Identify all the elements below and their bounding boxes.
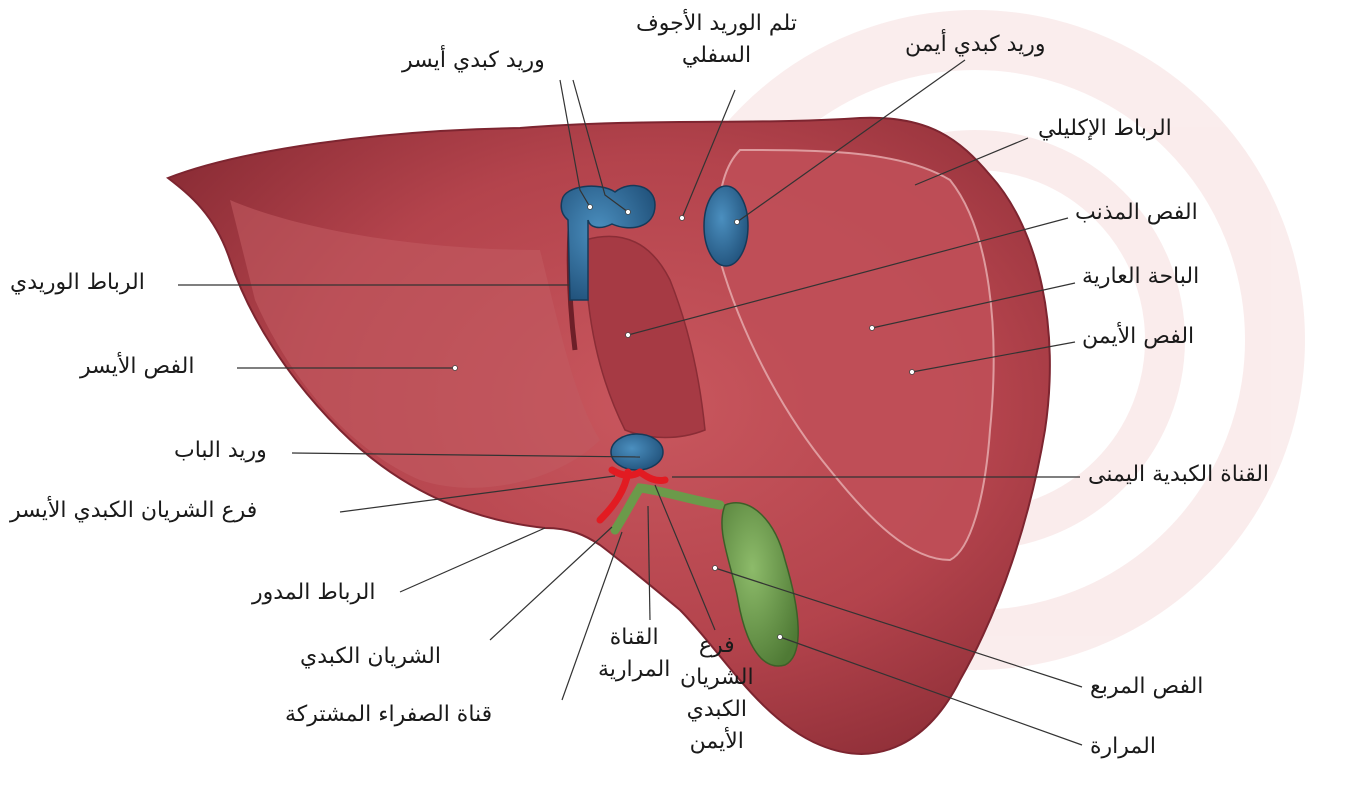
label-caudate-lobe: الفص المذنب [1075,198,1198,228]
label-cystic-duct: القناة المرارية [598,622,670,686]
label-portal-vein: وريد الباب [174,436,267,466]
right-hepatic-vein-shape [704,186,748,266]
label-coronary-ligament: الرباط الإكليلي [1038,114,1172,144]
label-right-hepatic-vein: وريد كبدي أيمن [905,30,1046,60]
label-right-hepatic-duct: القناة الكبدية اليمنى [1088,460,1269,490]
portal-vein-shape [611,434,663,470]
label-left-lobe: الفص الأيسر [80,352,194,382]
label-common-bile-duct: قناة الصفراء المشتركة [285,700,492,730]
label-ivc-groove: تلم الوريد الأجوف السفلي [636,8,797,72]
label-gallbladder: المرارة [1090,732,1156,762]
label-right-lobe: الفص الأيمن [1082,322,1194,352]
label-bare-area: الباحة العارية [1082,262,1199,292]
label-round-ligament: الرباط المدور [252,578,375,608]
label-right-hepatic-artery-branch: فرع الشريان الكبدي الأيمن [680,630,754,758]
label-left-hepatic-artery-branch: فرع الشريان الكبدي الأيسر [10,496,257,526]
label-hepatic-artery: الشريان الكبدي [300,642,441,672]
label-quadrate-lobe: الفص المربع [1090,672,1203,702]
label-ligamentum-venosum: الرباط الوريدي [10,268,145,298]
label-left-hepatic-vein: وريد كبدي أيسر [402,46,545,76]
